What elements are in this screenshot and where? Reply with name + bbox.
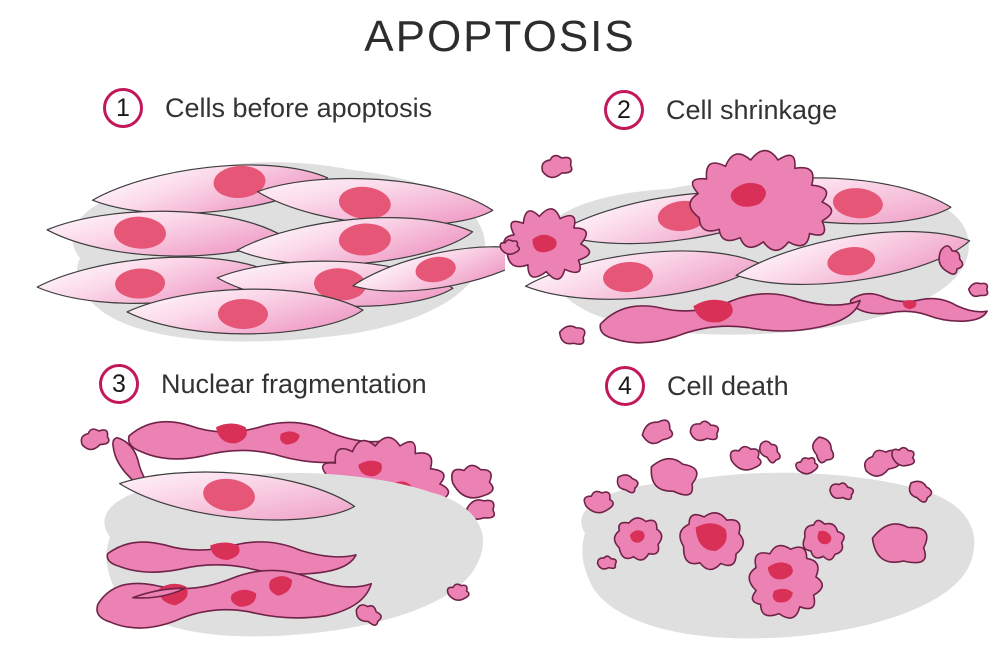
- step-label: Cell shrinkage: [666, 94, 838, 125]
- apoptotic-fragment: [967, 282, 989, 298]
- page-title: APOPTOSIS: [364, 12, 636, 61]
- cell: [35, 253, 275, 308]
- apoptotic-body: [795, 513, 852, 568]
- step-label: Nuclear fragmentation: [161, 368, 427, 399]
- shrinking-cell: [598, 289, 863, 346]
- apoptotic-fragment: [446, 583, 470, 601]
- step-number: 3: [112, 369, 126, 398]
- step-number-badge: 1: [103, 88, 143, 128]
- cell: [126, 286, 364, 337]
- step-number: 2: [617, 95, 631, 124]
- cell: [712, 167, 954, 234]
- shrinking-cell: [502, 207, 591, 281]
- apoptotic-fragment: [689, 420, 720, 442]
- panel-1-illustration-cells-before-apoptosis: [35, 158, 505, 342]
- step-label: Cell death: [667, 370, 789, 401]
- cell: [90, 158, 330, 221]
- panel-4-illustration-cell-death: [581, 418, 975, 639]
- step-header-3: 3 Nuclear fragmentation: [99, 364, 427, 404]
- step-number: 1: [116, 93, 130, 122]
- cell: [235, 212, 475, 271]
- shrinking-cell: [848, 286, 989, 330]
- step-number-badge: 4: [605, 366, 645, 406]
- apoptotic-fragment: [794, 455, 820, 477]
- cell: [215, 252, 455, 315]
- fragmenting-cell: [105, 532, 358, 584]
- fragmenting-cell: [95, 567, 373, 630]
- apoptotic-fragment: [728, 444, 764, 473]
- step-header-2: 2 Cell shrinkage: [604, 90, 837, 130]
- apoptotic-fragment: [557, 323, 587, 348]
- cell: [254, 166, 496, 237]
- apoptotic-fragment: [638, 418, 675, 448]
- cell: [732, 221, 974, 296]
- apoptotic-fragment: [447, 460, 498, 503]
- apoptotic-body: [674, 507, 748, 575]
- step-header-1: 1 Cells before apoptosis: [103, 88, 432, 128]
- panel-3-illustration-nuclear-fragmentation: [77, 410, 498, 637]
- cell: [523, 244, 763, 307]
- step-number: 4: [618, 371, 632, 400]
- apoptotic-fragment: [77, 423, 113, 454]
- panel-2-illustration-cell-shrinkage: [499, 149, 989, 348]
- apoptotic-fragment: [538, 150, 576, 181]
- fragmenting-cell: [126, 410, 392, 475]
- apoptotic-fragment: [132, 587, 186, 599]
- shrinking-cell: [689, 149, 833, 252]
- apoptotic-body: [612, 515, 665, 563]
- step-number-badge: 2: [604, 90, 644, 130]
- cell: [349, 237, 505, 302]
- apoptotic-fragment: [499, 239, 520, 255]
- cell: [116, 458, 358, 533]
- cell: [45, 204, 285, 263]
- step-label: Cells before apoptosis: [165, 92, 433, 123]
- step-header-4: 4 Cell death: [605, 366, 789, 406]
- step-number-badge: 3: [99, 364, 139, 404]
- apoptotic-body: [748, 544, 824, 619]
